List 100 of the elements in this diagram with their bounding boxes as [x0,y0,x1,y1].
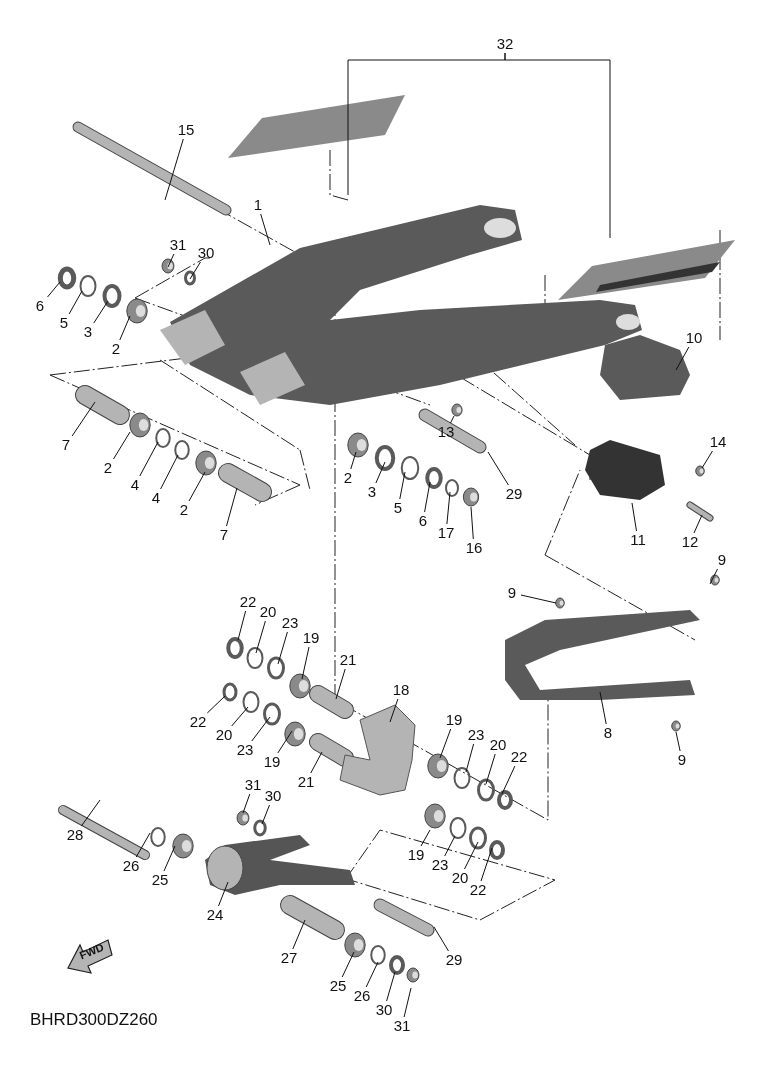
callout-number: 20 [451,870,469,886]
leader-line [399,471,406,500]
callout-number: 2 [343,470,353,486]
leader-line [71,401,96,437]
callout-number: 4 [151,490,161,506]
leader-line [446,491,451,525]
callout-number: 20 [215,727,233,743]
leader-line [487,451,509,486]
callout-number: 23 [236,742,254,758]
leader-line [164,138,184,201]
direction-label: FWD [77,940,106,962]
callout-number: 22 [469,882,487,898]
leader-line [464,841,479,870]
callout-number: 22 [239,594,257,610]
callout-number: 13 [437,424,455,440]
callout-number: 28 [66,827,84,843]
callout-number: 31 [169,237,187,253]
leader-line [277,730,293,754]
callout-number: 8 [603,725,613,741]
leader-line [113,431,131,460]
leader-line [341,951,355,978]
leader-line [375,461,386,484]
callout-number: 14 [709,434,727,450]
callout-number: 26 [353,988,371,1004]
leader-line [386,971,396,1002]
callout-number: 21 [297,774,315,790]
leader-line [470,506,474,540]
callout-number: 30 [264,788,282,804]
callout-number: 16 [465,540,483,556]
leader-line [139,441,159,477]
callout-number: 9 [507,585,517,601]
leader-line [433,926,449,952]
callout-number: 31 [244,777,262,793]
leader-line [261,804,270,825]
leader-line [292,919,306,950]
callout-number: 2 [179,502,189,518]
leader-line [365,961,379,988]
leader-line [444,835,456,857]
callout-number: 24 [206,907,224,923]
leader-line [675,731,681,752]
callout-number: 4 [130,477,140,493]
leader-line [242,793,251,814]
leader-line [188,471,206,502]
leader-line [251,716,271,742]
leader-line [80,799,101,827]
callout-number: 19 [263,754,281,770]
leader-line [465,743,475,773]
callout-number: 22 [189,714,207,730]
callout-number: 26 [122,858,140,874]
callout-number: 7 [61,437,71,453]
callout-number: 9 [717,552,727,568]
callout-number: 32 [496,36,514,52]
leader-line [163,845,176,872]
leader-line [189,261,201,280]
callout-number: 10 [685,330,703,346]
callout-number: 23 [431,857,449,873]
leader-line [701,450,713,469]
callout-number: 2 [103,460,113,476]
leader-line [310,751,323,774]
leader-line [389,698,399,723]
callout-number: 7 [219,527,229,543]
leader-line [709,568,718,585]
leader-line [47,281,61,298]
leader-line [420,829,431,847]
leader-line [485,753,496,785]
callout-number: 22 [510,749,528,765]
leader-line [119,315,131,341]
callout-number: 31 [393,1018,411,1034]
callout-number: 11 [630,532,646,548]
callout-number: 17 [437,525,455,541]
leader-line [403,987,412,1018]
callout-number: 30 [197,245,215,261]
leader-line [350,451,357,470]
callout-number: 1 [253,197,263,213]
callout-number: 2 [111,341,121,357]
callout-number: 9 [677,752,687,768]
callout-number: 6 [35,298,45,314]
leader-line [160,454,179,490]
leader-line [439,728,452,759]
callout-number: 19 [302,630,320,646]
leader-line [301,646,310,680]
callout-number: 30 [375,1002,393,1018]
callout-number: 29 [445,952,463,968]
callout-number: 29 [505,486,523,502]
callout-number: 25 [151,872,169,888]
leader-line [231,706,249,727]
leader-line [501,765,516,795]
leader-line [167,253,175,268]
leader-line [520,594,557,604]
callout-number: 20 [489,737,507,753]
callout-number: 23 [467,727,485,743]
leader-line [424,481,431,513]
leader-line [260,213,271,246]
callout-number: 6 [418,513,428,529]
leader-line [68,290,83,315]
leader-line [255,620,266,654]
leader-line [226,487,238,527]
callout-number: 12 [681,534,699,550]
callout-number: 21 [339,652,357,668]
leader-line [631,502,637,532]
